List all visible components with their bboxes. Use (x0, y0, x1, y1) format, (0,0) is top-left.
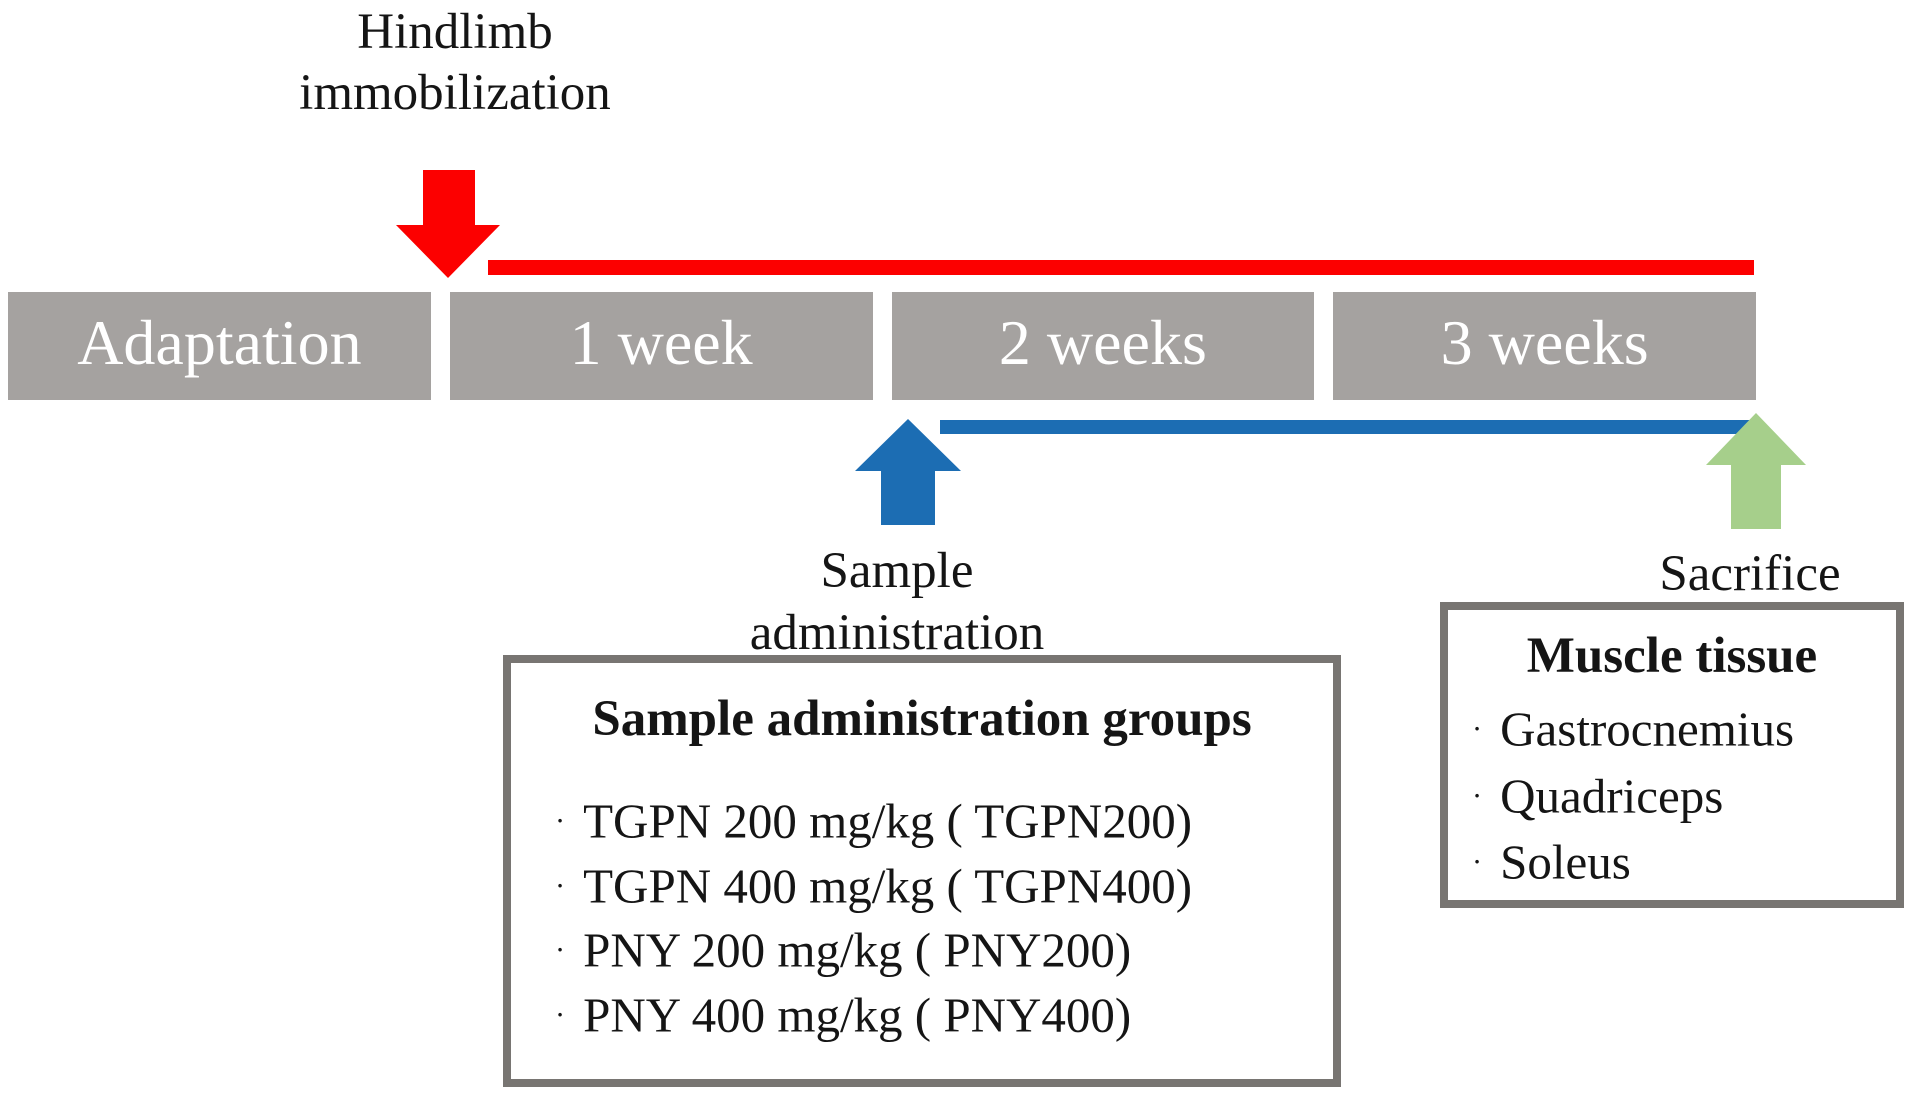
sample-group-item-text: TGPN 200 mg/kg ( TGPN200) (583, 793, 1193, 849)
sample-groups-box-title: Sample administration groups (592, 691, 1252, 747)
muscle-tissue-item-text: Soleus (1500, 835, 1631, 891)
sample-administration-period-line (940, 420, 1752, 434)
timeline-phase-box: Adaptation (8, 292, 431, 400)
sample-administration-arrow-up-icon (855, 419, 961, 525)
muscle-tissue-list-item: · Gastrocnemius (1472, 696, 1886, 763)
bullet-icon: · (555, 998, 566, 1033)
sample-group-list-item: · TGPN 400 mg/kg ( TGPN400) (555, 854, 1319, 919)
sample-group-item-text: PNY 200 mg/kg ( PNY200) (583, 923, 1132, 979)
sample-groups-list: · TGPN 200 mg/kg ( TGPN200) · TGPN 400 mg/… (525, 789, 1319, 1048)
muscle-tissue-box: Muscle tissue · Gastrocnemius · Quadriceps… (1440, 602, 1904, 908)
sample-group-item-text: PNY 400 mg/kg ( PNY400) (583, 987, 1132, 1043)
bullet-icon: · (555, 868, 566, 903)
muscle-tissue-list: · Gastrocnemius · Quadriceps · Soleus (1458, 696, 1886, 896)
muscle-tissue-list-item: · Soleus (1472, 829, 1886, 896)
bullet-icon: · (1472, 778, 1483, 813)
sacrifice-arrow-up-icon (1706, 413, 1806, 529)
timeline-phase-box: 3 weeks (1333, 292, 1756, 400)
hindlimb-label-line2: immobilization (299, 65, 611, 121)
bullet-icon: · (1472, 845, 1483, 880)
bullet-icon: · (555, 804, 566, 838)
bullet-icon: · (1472, 712, 1483, 746)
muscle-tissue-item-text: Gastrocnemius (1500, 701, 1795, 757)
sacrifice-label: Sacrifice (1659, 546, 1841, 602)
sample-group-item-text: TGPN 400 mg/kg ( TGPN400) (583, 858, 1193, 914)
sample-administration-label: Sample administration (647, 540, 1147, 664)
muscle-tissue-box-title: Muscle tissue (1526, 628, 1818, 684)
bullet-icon: · (555, 933, 566, 968)
sample-administration-groups-box: Sample administration groups · TGPN 200 m… (503, 655, 1341, 1087)
timeline-phase-box: 2 weeks (891, 292, 1315, 400)
sample-group-list-item: · PNY 400 mg/kg ( PNY400) (555, 983, 1319, 1048)
immobilization-start-arrow-down-icon (396, 170, 500, 278)
sample-administration-label-line1: Sample (820, 543, 974, 599)
sample-group-list-item: · PNY 200 mg/kg ( PNY200) (555, 918, 1319, 983)
hindlimb-immobilization-label: Hindlimb immobilization (205, 2, 705, 124)
arrow-up-shape (1706, 413, 1806, 529)
arrow-up-shape (855, 419, 961, 525)
immobilization-period-line (488, 260, 1754, 275)
sample-administration-label-line2: administration (749, 605, 1045, 661)
muscle-tissue-item-text: Quadriceps (1500, 768, 1724, 824)
muscle-tissue-list-item: · Quadriceps (1472, 763, 1886, 830)
sample-group-list-item: · TGPN 200 mg/kg ( TGPN200) (555, 789, 1319, 854)
timeline-phase-box: 1 week (449, 292, 873, 400)
arrow-down-shape (396, 170, 500, 278)
hindlimb-label-line1: Hindlimb (357, 4, 553, 60)
